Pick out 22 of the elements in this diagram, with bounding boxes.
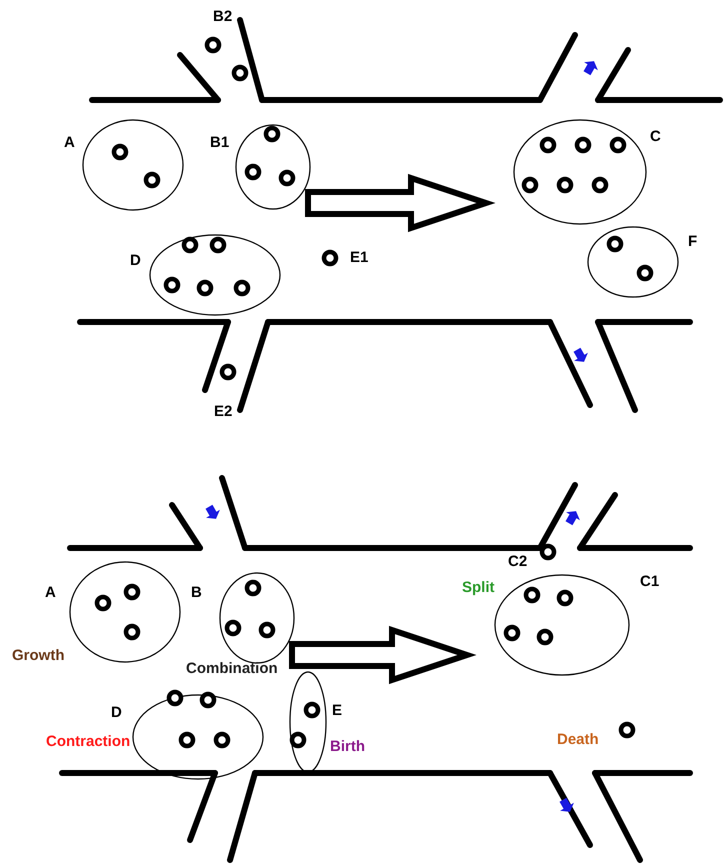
- cluster-label: B1: [210, 134, 230, 152]
- process-label: Growth: [12, 647, 64, 665]
- process-label: Death: [557, 731, 599, 749]
- point-label: E2: [214, 403, 232, 421]
- point-label: E1: [350, 249, 368, 267]
- cluster-label: A: [45, 584, 56, 602]
- block-arrow: [305, 174, 496, 232]
- cluster-label: D: [130, 252, 141, 270]
- block-arrow: [289, 626, 476, 684]
- cluster-label: C1: [640, 573, 660, 591]
- process-label: Contraction: [46, 733, 130, 751]
- process-label: Birth: [330, 738, 365, 756]
- cluster-label: A: [64, 134, 75, 152]
- process-label: Combination: [186, 660, 278, 678]
- process-label: Split: [462, 579, 494, 597]
- cluster-label: B: [191, 584, 202, 602]
- cluster-label: F: [688, 233, 698, 251]
- cluster-label: E: [332, 702, 342, 720]
- cluster-label: C: [650, 128, 661, 146]
- point-label: C2: [508, 553, 528, 571]
- cluster-label: D: [111, 704, 122, 722]
- point-label: B2: [213, 8, 232, 26]
